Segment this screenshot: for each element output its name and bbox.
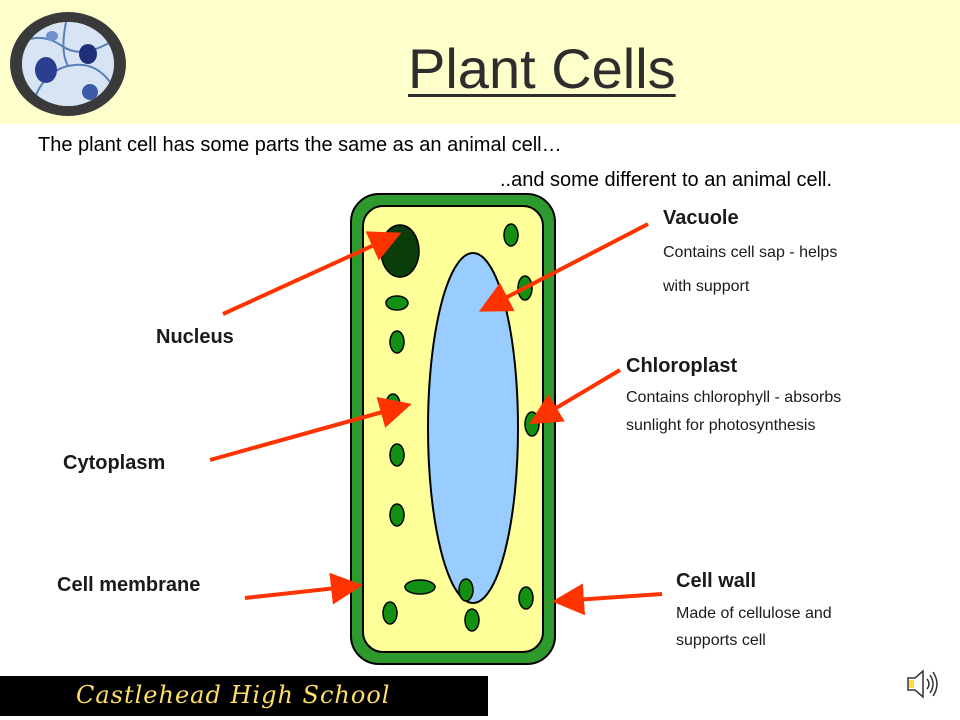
vacuole	[427, 252, 519, 604]
label-cell-wall: Cell wall	[676, 570, 757, 592]
chloroplast	[385, 295, 409, 311]
desc-vacuole-1: Contains cell sap - helps	[663, 244, 838, 261]
chloroplast	[518, 586, 534, 610]
label-arrows	[209, 222, 663, 616]
chloroplast	[389, 503, 405, 527]
desc-chloroplast-2: sunlight for photosynthesis	[626, 417, 816, 434]
chloroplast	[382, 601, 398, 625]
speaker-icon[interactable]	[902, 664, 942, 709]
chloroplasts	[382, 223, 540, 632]
chloroplast	[464, 608, 480, 632]
chloroplast	[404, 579, 436, 595]
desc-vacuole-2: with support	[663, 278, 750, 295]
footer-band	[0, 676, 488, 716]
label-chloroplast: Chloroplast	[626, 355, 738, 377]
intro-line-1: The plant cell has some parts the same a…	[38, 134, 562, 156]
school-name: Castlehead High School	[76, 681, 391, 709]
label-cytoplasm: Cytoplasm	[63, 452, 166, 474]
label-nucleus: Nucleus	[156, 326, 234, 348]
chloroplast	[389, 330, 405, 354]
cell-micrograph-image	[22, 22, 114, 106]
desc-cell-wall-1: Made of cellulose and	[676, 605, 832, 622]
intro-line-2: ..and some different to an animal cell.	[500, 169, 833, 191]
arrow-nucleus	[222, 231, 402, 316]
chloroplast	[524, 411, 540, 437]
arrow-cell-membrane	[244, 572, 363, 605]
nucleus	[380, 224, 420, 278]
arrow-vacuole	[478, 222, 649, 312]
label-cell-membrane: Cell membrane	[57, 574, 201, 596]
chloroplast	[389, 443, 405, 467]
chloroplast	[385, 393, 401, 417]
chloroplast	[503, 223, 519, 247]
page-title: Plant Cells	[408, 37, 676, 100]
desc-chloroplast-1: Contains chlorophyll - absorbs	[626, 389, 842, 406]
arrow-chloroplast	[529, 368, 622, 425]
chloroplast	[458, 578, 474, 602]
cell-photo-badge	[10, 12, 126, 116]
arrow-cytoplasm	[209, 397, 412, 462]
arrow-cell-wall	[552, 583, 663, 616]
header-band	[0, 0, 960, 124]
desc-cell-wall-2: supports cell	[676, 632, 766, 649]
label-vacuole: Vacuole	[663, 207, 739, 229]
